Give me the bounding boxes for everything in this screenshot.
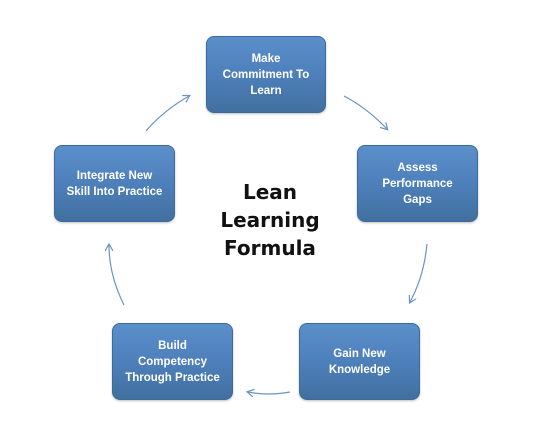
arrow-assess-to-gain	[410, 243, 428, 302]
step-label: Gain New Knowledge	[328, 347, 391, 376]
step-gain-new-knowledge: Gain New Knowledge	[299, 323, 420, 400]
arrow-build-to-integrate	[109, 245, 125, 306]
step-integrate-new-skill: Integrate New Skill Into Practice	[54, 145, 175, 222]
diagram-title: Lean Learning Formula	[220, 180, 320, 260]
step-label: Assess Performance Gaps	[382, 161, 453, 206]
step-label: Make Commitment To Learn	[222, 52, 310, 97]
arrow-commitment-to-assess	[343, 95, 387, 129]
step-label: Build Competency Through Practice	[125, 339, 220, 384]
step-assess-performance-gaps: Assess Performance Gaps	[357, 145, 478, 222]
step-make-commitment: Make Commitment To Learn	[206, 36, 326, 113]
arrow-integrate-to-commitment	[145, 96, 189, 132]
step-build-competency: Build Competency Through Practice	[112, 323, 233, 400]
arrow-gain-to-build	[248, 392, 291, 394]
step-label: Integrate New Skill Into Practice	[66, 169, 163, 198]
